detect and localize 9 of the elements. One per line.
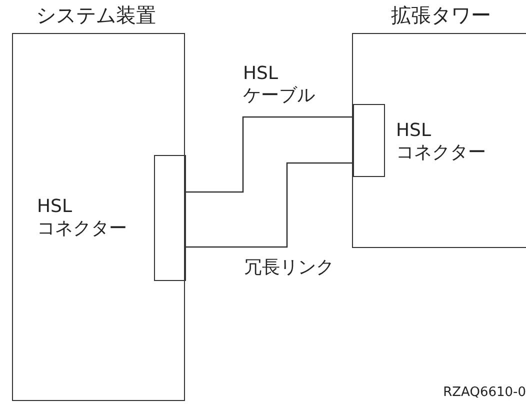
connector-label: HSL コネクター bbox=[396, 120, 487, 164]
connector-box bbox=[353, 104, 385, 177]
cable-line bbox=[185, 162, 352, 248]
cable-line bbox=[185, 116, 352, 193]
connector-label: HSL コネクター bbox=[37, 196, 128, 240]
connector-box bbox=[154, 155, 186, 281]
heading: システム装置 bbox=[36, 4, 156, 26]
heading: 拡張タワー bbox=[391, 4, 491, 26]
figure-id: RZAQ6610-0 bbox=[443, 384, 526, 402]
